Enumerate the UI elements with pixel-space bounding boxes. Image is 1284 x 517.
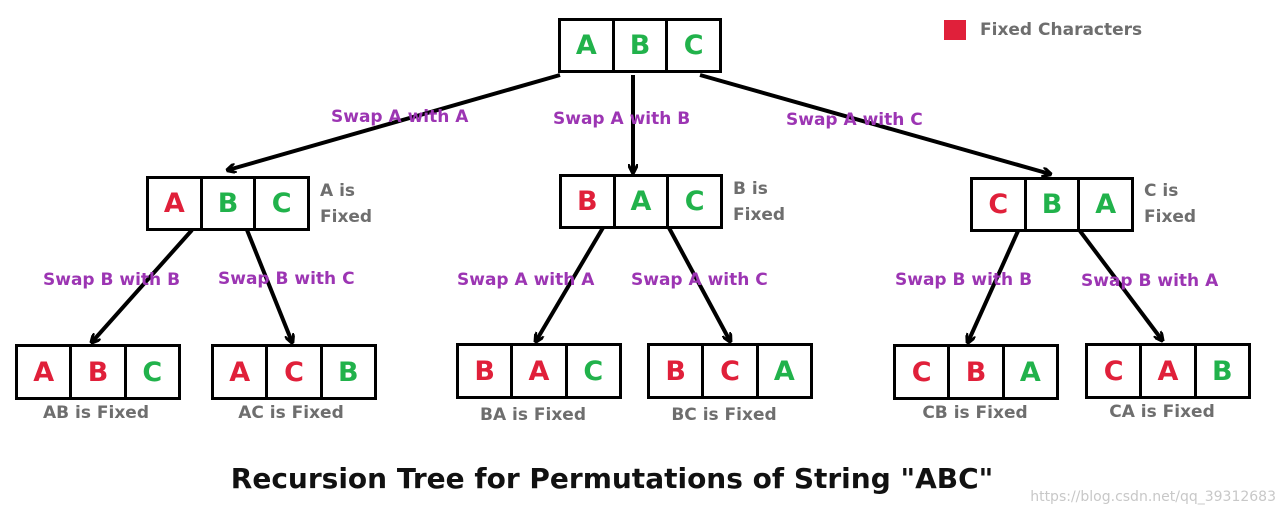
node-cell: B: [1023, 180, 1078, 229]
node-abc-note: A is Fixed: [320, 178, 372, 230]
node-cell: A: [33, 356, 55, 388]
edge-label: Swap A with A: [457, 270, 595, 290]
node-cell: B: [474, 355, 495, 387]
leaf-bac: B A C: [456, 343, 622, 399]
leaf-cab-caption: CA is Fixed: [1109, 402, 1215, 422]
node-cell: B: [611, 21, 666, 70]
note-line-1: C is: [1144, 181, 1179, 201]
node-cell: A: [229, 356, 251, 388]
edge-label: Swap B with B: [43, 270, 181, 290]
edge-label: Swap A with B: [553, 109, 691, 129]
node-cell: C: [666, 177, 720, 226]
node-cell: A: [1139, 346, 1193, 396]
legend-label: Fixed Characters: [980, 20, 1143, 40]
node-cell: A: [1001, 347, 1056, 397]
node-cell: C: [123, 347, 178, 397]
node-cell: B: [1193, 346, 1248, 396]
legend: Fixed Characters: [944, 20, 1142, 40]
node-cell: A: [755, 346, 810, 396]
node-cell: C: [253, 179, 307, 228]
legend-swatch: [944, 20, 966, 40]
edge-label: Swap A with A: [331, 107, 469, 127]
edge-label: Swap B with B: [895, 270, 1033, 290]
diagram-title: Recursion Tree for Permutations of Strin…: [230, 462, 994, 495]
leaf-abc-caption: AB is Fixed: [42, 403, 150, 423]
node-cell: A: [612, 177, 667, 226]
note-line-1: A is: [320, 181, 356, 201]
node-cell: B: [947, 347, 1001, 397]
edge-cba-to-l-cab: [1078, 229, 1162, 340]
node-cba-note: C is Fixed: [1144, 178, 1196, 230]
note-line-2: Fixed: [1144, 207, 1197, 227]
leaf-cba: C B A: [893, 344, 1059, 400]
note-line-2: Fixed: [733, 205, 786, 225]
note-line-2: Fixed: [320, 207, 373, 227]
leaf-cba-caption: CB is Fixed: [922, 403, 1028, 423]
node-cell: A: [1077, 180, 1131, 229]
leaf-bac-caption: BA is Fixed: [479, 405, 587, 425]
node-bac: B A C: [559, 174, 723, 229]
node-cell: C: [665, 21, 719, 70]
node-cell: C: [988, 189, 1009, 220]
node-cell: A: [510, 346, 564, 396]
node-cell: C: [265, 347, 319, 397]
node-abc: A B C: [146, 176, 310, 231]
node-cell: C: [564, 346, 619, 396]
edge-label: Swap B with A: [1081, 271, 1219, 291]
node-cell: C: [701, 346, 755, 396]
node-root: A B C: [558, 18, 722, 73]
leaf-bca-caption: BC is Fixed: [671, 405, 777, 425]
node-cell: B: [665, 355, 686, 387]
edge-label: Swap B with C: [218, 269, 355, 289]
note-line-1: B is: [733, 179, 768, 199]
node-cba: C B A: [970, 177, 1134, 232]
node-cell: B: [69, 347, 123, 397]
leaf-acb-caption: AC is Fixed: [238, 403, 344, 423]
node-cell: C: [911, 356, 932, 388]
edge-abc-to-l-acb: [245, 229, 292, 342]
node-cell: B: [577, 186, 598, 217]
node-cell: C: [1103, 355, 1124, 387]
edge-label: Swap A with C: [786, 110, 923, 130]
edge-root-to-cba: [699, 73, 1050, 174]
node-cell: A: [163, 188, 185, 219]
leaf-cab: C A B: [1085, 343, 1251, 399]
node-cell: B: [319, 347, 374, 397]
node-cell: A: [575, 30, 597, 61]
edge-abc-to-l-abc: [92, 228, 194, 342]
node-cell: B: [199, 179, 254, 228]
node-bac-note: B is Fixed: [733, 176, 785, 228]
leaf-abc: A B C: [15, 344, 181, 400]
edge-label: Swap A with C: [631, 270, 768, 290]
edge-bac-to-l-bca: [666, 225, 730, 341]
leaf-bca: B C A: [647, 343, 813, 399]
edge-cba-to-l-cba: [968, 230, 1020, 342]
edge-bac-to-l-bac: [536, 224, 606, 341]
leaf-acb: A C B: [211, 344, 377, 400]
watermark: https://blog.csdn.net/qq_39312683: [1030, 489, 1276, 505]
edge-root-to-abc: [228, 73, 561, 170]
